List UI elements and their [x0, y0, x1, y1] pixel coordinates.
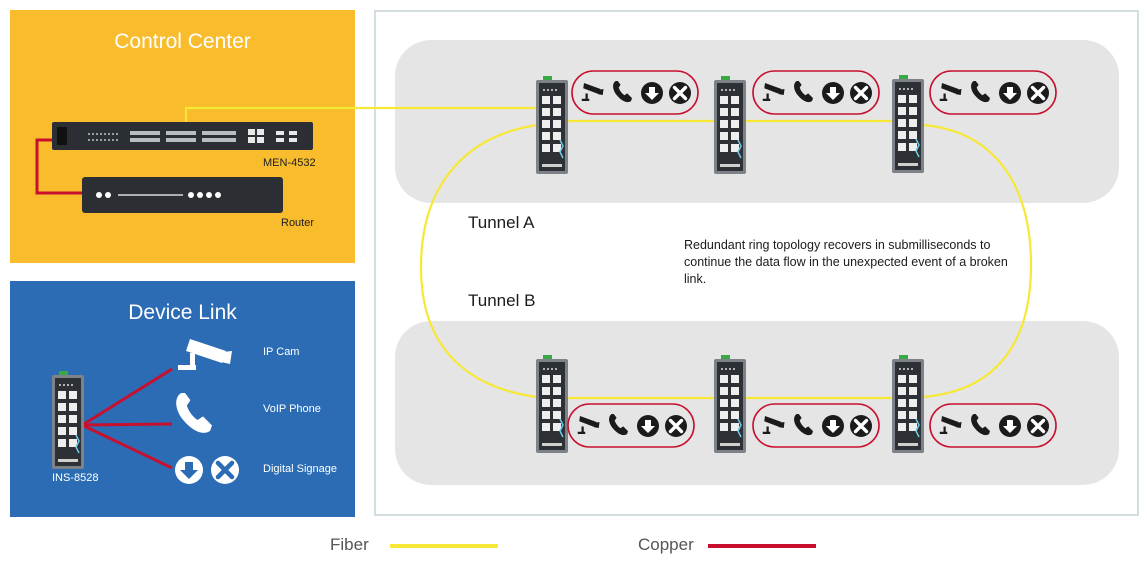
- tunnel-a-label: Tunnel A: [468, 213, 535, 232]
- device-group-a3: [930, 71, 1056, 114]
- ring-switch-b2: [713, 354, 747, 454]
- digital-signage-icon: [175, 456, 239, 484]
- device-group-b1: [568, 404, 694, 447]
- ring-switch-a2: [713, 75, 747, 175]
- ins-8528-switch: [51, 370, 85, 470]
- men-4532-label: MEN-4532: [263, 157, 316, 169]
- ring-description: Redundant ring topology recovers in subm…: [684, 238, 1008, 286]
- copper-router-link: [35, 138, 84, 195]
- tunnel-b-band: [395, 321, 1119, 485]
- voip-phone-label: VoIP Phone: [263, 403, 321, 415]
- digital-signage-label: Digital Signage: [263, 463, 337, 475]
- device-group-a1: [572, 71, 698, 114]
- ins-8528-label: INS-8528: [52, 472, 99, 484]
- device-group-b3: [930, 404, 1056, 447]
- device-link-title: Device Link: [128, 301, 237, 324]
- ring-switch-b3: [891, 354, 925, 454]
- router: [82, 177, 283, 213]
- legend-fiber-line: [390, 544, 498, 548]
- tunnel-b-label: Tunnel B: [468, 291, 536, 310]
- legend-copper-label: Copper: [638, 535, 694, 554]
- legend-copper-line: [708, 544, 816, 548]
- router-label: Router: [281, 217, 315, 229]
- ip-cam-icon: [178, 339, 232, 370]
- voip-phone-icon: [176, 393, 212, 433]
- legend-fiber-label: Fiber: [330, 535, 369, 554]
- ring-switch-a3: [891, 74, 925, 174]
- ip-cam-label: IP Cam: [263, 346, 300, 358]
- fiber-ring: [419, 123, 538, 399]
- network-frame: [374, 10, 1139, 516]
- device-group-a2: [753, 71, 879, 114]
- device-group-b2: [753, 404, 879, 447]
- men-4532-switch: [52, 122, 313, 150]
- fiber-uplink: [184, 106, 537, 128]
- ring-switch-b1: [535, 354, 569, 454]
- control-center-title: Control Center: [114, 30, 251, 53]
- ring-switch-a1: [535, 75, 569, 175]
- fiber-ring-right: [921, 123, 1033, 399]
